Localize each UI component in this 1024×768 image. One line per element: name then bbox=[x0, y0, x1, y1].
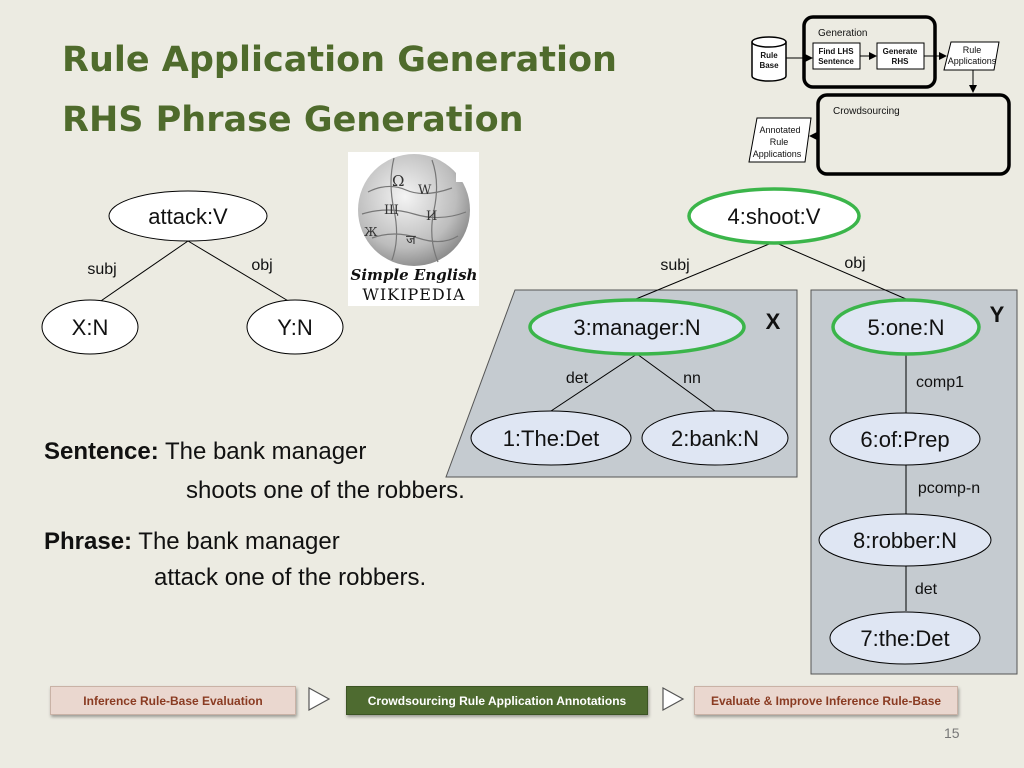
parse-tree: 4:shoot:V subj obj X Y 3:manager:N det n… bbox=[445, 187, 1018, 675]
of-prep-label: 6:of:Prep bbox=[860, 427, 949, 452]
wikipedia-logo: Ω W Щ И ज Ж Simple English Wikipedia bbox=[348, 152, 479, 306]
nn-edge: nn bbox=[683, 370, 701, 387]
rule-obj-edge: obj bbox=[251, 257, 272, 274]
robber-node bbox=[818, 513, 992, 567]
step-arrow-icon-2 bbox=[662, 686, 685, 712]
annotated-label-1: Annotated bbox=[759, 125, 800, 135]
sentence-text-1: The bank manager bbox=[164, 438, 367, 465]
wikipedia-logo-line2: Wikipedia bbox=[362, 285, 465, 304]
manager-node bbox=[528, 298, 746, 356]
rule-applications-label-2: Applications bbox=[948, 56, 997, 66]
crowdsourcing-box bbox=[816, 93, 1011, 176]
svg-text:Ж: Ж bbox=[364, 225, 378, 239]
det-edge: det bbox=[566, 370, 589, 387]
sentence-line-1: Sentence: The bank manager bbox=[44, 438, 366, 466]
rule-base-label-2: Base bbox=[759, 61, 779, 70]
step-crowdsourcing-annotations-button[interactable]: Crowdsourcing Rule Application Annotatio… bbox=[346, 686, 648, 715]
svg-text:Ω: Ω bbox=[392, 172, 404, 190]
crowdsourcing-label: Crowdsourcing bbox=[833, 106, 900, 117]
parse-obj-edge: obj bbox=[844, 255, 865, 272]
slide-title: Rule Application Generation bbox=[62, 40, 617, 80]
rule-root-node bbox=[108, 190, 268, 242]
rule-applications-label-1: Rule bbox=[963, 45, 982, 55]
annotated-label-2: Rule bbox=[770, 137, 789, 147]
generate-rhs-box bbox=[876, 42, 925, 70]
rule-root-label: attack:V bbox=[148, 204, 228, 229]
rule-left-label: X:N bbox=[72, 315, 109, 340]
svg-text:Щ: Щ bbox=[384, 203, 399, 218]
step-rule-base-evaluation-button[interactable]: Inference Rule-Base Evaluation bbox=[50, 686, 296, 715]
shoot-label: 4:shoot:V bbox=[728, 204, 821, 229]
step-evaluate-improve-button[interactable]: Evaluate & Improve Inference Rule-Base bbox=[694, 686, 958, 715]
comp1-edge: comp1 bbox=[916, 374, 964, 391]
shoot-node bbox=[687, 187, 861, 245]
rule-left-node bbox=[41, 299, 139, 355]
rule-base-label-1: Rule bbox=[760, 51, 778, 60]
phrase-text-1: The bank manager bbox=[138, 528, 340, 555]
find-lhs-box bbox=[812, 42, 861, 70]
the-det-label: 1:The:Det bbox=[503, 426, 600, 451]
one-label: 5:one:N bbox=[867, 315, 944, 340]
sentence-text-2: shoots one of the robbers. bbox=[186, 477, 465, 504]
annotated-doc bbox=[748, 117, 812, 163]
generate-rhs-label-2: RHS bbox=[892, 57, 910, 66]
find-lhs-label-1: Find LHS bbox=[818, 47, 854, 56]
svg-text:И: И bbox=[426, 209, 437, 224]
phrase-text-2: attack one of the robbers. bbox=[154, 564, 427, 591]
rule-applications-doc bbox=[943, 41, 1000, 71]
bank-node bbox=[641, 410, 789, 466]
bank-label: 2:bank:N bbox=[671, 426, 759, 451]
one-node bbox=[831, 298, 981, 356]
the-det2-node bbox=[829, 611, 981, 665]
generate-rhs-label-1: Generate bbox=[883, 47, 918, 56]
manager-label: 3:manager:N bbox=[573, 315, 700, 340]
wikipedia-globe-icon: Ω W Щ И ज Ж Simple English Wikipedia bbox=[351, 152, 478, 304]
sentence-label: Sentence: bbox=[44, 438, 159, 465]
phrase-line-1: Phrase: The bank manager bbox=[44, 528, 340, 556]
rule-right-label: Y:N bbox=[277, 315, 312, 340]
det2-edge: det bbox=[915, 581, 938, 598]
rule-right-node bbox=[246, 299, 344, 355]
robber-label: 8:robber:N bbox=[853, 528, 957, 553]
slide-subtitle: RHS Phrase Generation bbox=[62, 100, 524, 140]
pcomp-edge: pcomp-n bbox=[918, 480, 980, 497]
page-number: 15 bbox=[944, 725, 960, 741]
generation-label: Generation bbox=[818, 28, 867, 39]
step-arrow-icon-1 bbox=[308, 686, 331, 712]
find-lhs-label-2: Sentence bbox=[818, 57, 854, 66]
y-marker: Y bbox=[990, 302, 1005, 327]
svg-text:ज: ज bbox=[406, 233, 416, 248]
parse-subj-edge: subj bbox=[660, 257, 689, 274]
wikipedia-logo-line1: Simple English bbox=[351, 266, 478, 284]
generation-box bbox=[802, 15, 937, 89]
rule-subj-edge: subj bbox=[87, 261, 116, 278]
the-det-node bbox=[470, 410, 632, 466]
of-prep-node bbox=[829, 412, 981, 466]
svg-text:W: W bbox=[418, 183, 432, 198]
annotated-label-3: Applications bbox=[753, 149, 802, 159]
rule-base-cylinder: Rule Base bbox=[751, 36, 787, 82]
flow-diagram: Rule Base Generation Find LHS Sentence G… bbox=[748, 15, 1011, 176]
rule-tree: attack:V subj obj X:N Y:N bbox=[41, 190, 344, 355]
x-marker: X bbox=[766, 309, 781, 334]
phrase-label: Phrase: bbox=[44, 528, 133, 555]
the-det2-label: 7:the:Det bbox=[860, 626, 949, 651]
